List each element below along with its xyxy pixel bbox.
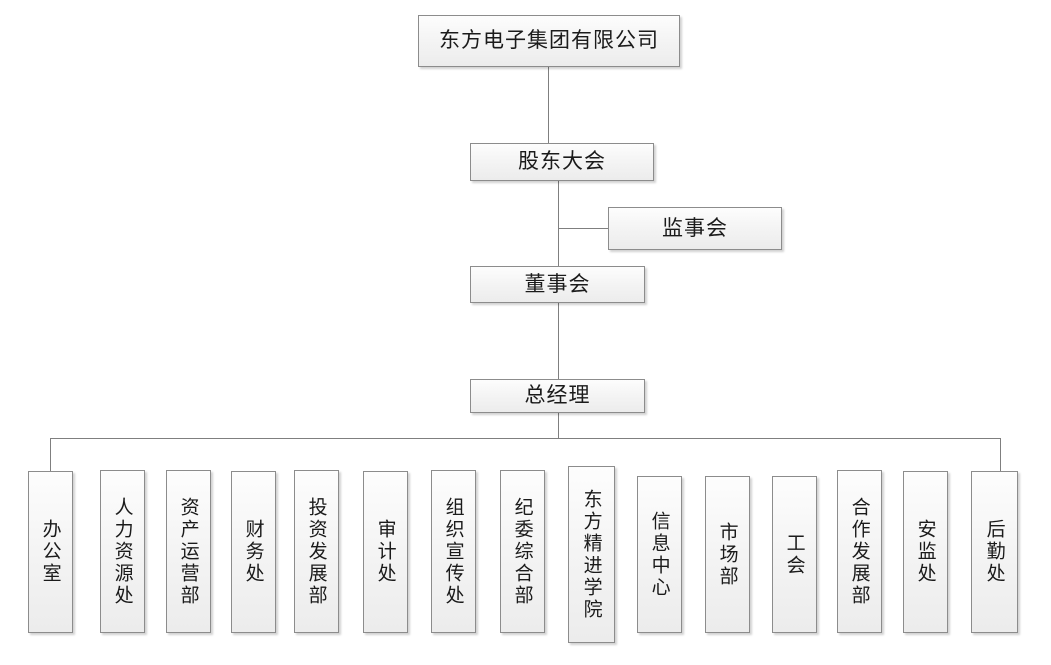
department-box-8[interactable]: 东方精进学院: [568, 466, 615, 643]
department-box-7[interactable]: 纪委综合部: [500, 470, 545, 633]
department-label-10: 市场部: [716, 521, 739, 588]
department-box-4[interactable]: 投资发展部: [294, 470, 339, 633]
connector-department-bus: [50, 438, 1000, 439]
department-label-5: 审计处: [374, 519, 397, 585]
node-board-of-directors[interactable]: 董事会: [470, 266, 645, 303]
connector-branch-to-supervisors: [558, 228, 609, 229]
department-box-1[interactable]: 人力资源处: [100, 470, 145, 633]
department-box-14[interactable]: 后勤处: [971, 471, 1018, 633]
connector-general-manager-to-bus: [558, 412, 559, 438]
department-label-8: 东方精进学院: [580, 488, 603, 621]
department-box-12[interactable]: 合作发展部: [837, 470, 882, 633]
department-label-13: 安监处: [914, 519, 937, 585]
department-label-12: 合作发展部: [848, 496, 871, 607]
connector-company-to-shareholders: [548, 66, 549, 143]
department-box-10[interactable]: 市场部: [705, 476, 750, 633]
department-label-0: 办公室: [39, 519, 62, 585]
department-label-11: 工会: [783, 532, 806, 577]
node-company[interactable]: 东方电子集团有限公司: [418, 15, 680, 67]
department-label-3: 财务处: [242, 519, 265, 585]
department-box-5[interactable]: 审计处: [363, 471, 408, 633]
department-label-9: 信息中心: [648, 510, 671, 599]
department-label-7: 纪委综合部: [511, 496, 534, 607]
department-box-13[interactable]: 安监处: [903, 471, 948, 633]
department-box-3[interactable]: 财务处: [231, 471, 276, 633]
department-label-6: 组织宣传处: [442, 496, 465, 607]
department-box-9[interactable]: 信息中心: [637, 476, 682, 633]
department-box-0[interactable]: 办公室: [28, 471, 73, 633]
department-label-4: 投资发展部: [305, 496, 328, 607]
connector-bus-drop-left: [50, 438, 51, 471]
department-label-1: 人力资源处: [111, 496, 134, 607]
department-box-6[interactable]: 组织宣传处: [431, 470, 476, 633]
node-shareholders-meeting[interactable]: 股东大会: [470, 143, 654, 181]
node-board-of-supervisors[interactable]: 监事会: [608, 207, 782, 250]
connector-bus-drop-right: [1000, 438, 1001, 471]
node-general-manager[interactable]: 总经理: [470, 379, 645, 413]
department-label-2: 资产运营部: [177, 496, 200, 607]
department-box-11[interactable]: 工会: [772, 476, 817, 633]
connector-board-to-general-manager: [558, 302, 559, 380]
department-box-2[interactable]: 资产运营部: [166, 470, 211, 633]
connector-shareholders-to-board: [558, 180, 559, 266]
department-label-14: 后勤处: [983, 519, 1006, 585]
